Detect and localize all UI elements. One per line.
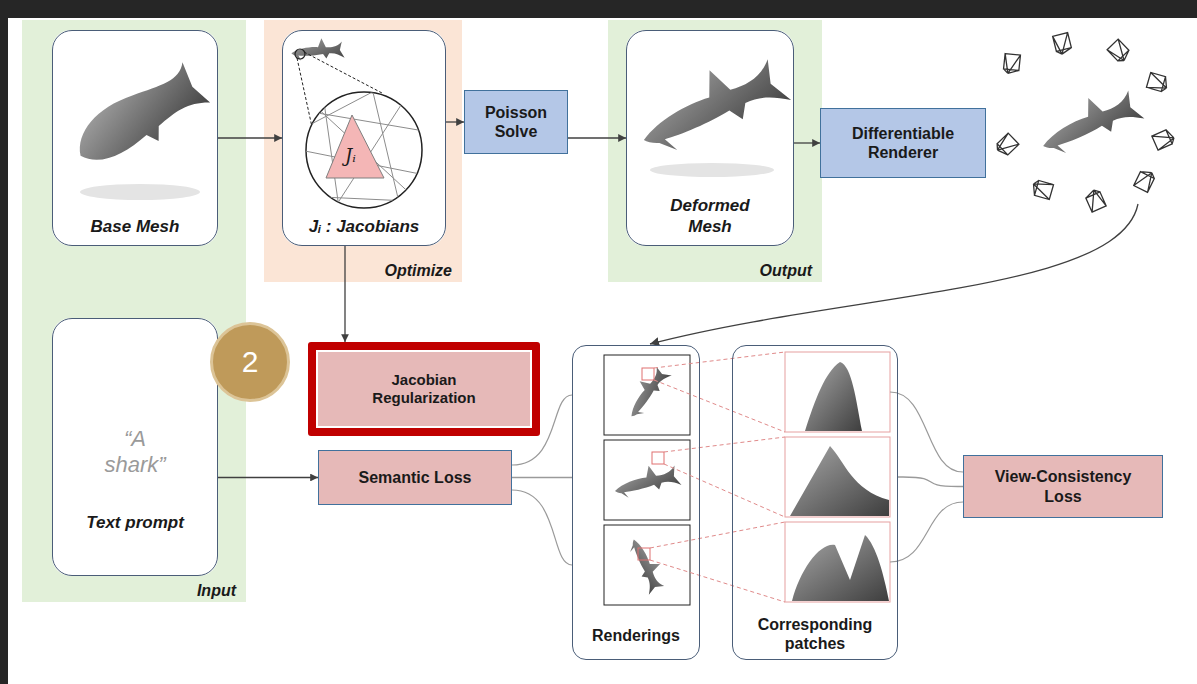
zoom-circle (306, 92, 422, 208)
zoom-spot (295, 49, 305, 59)
zoom-leader (297, 58, 312, 127)
box-fills (22, 20, 822, 602)
mesh-edge (300, 88, 430, 215)
node-text: Differentiable Renderer (833, 124, 973, 162)
mesh-card: Base Mesh (52, 30, 218, 246)
jacobian-card: Jᵢ : Jacobians (282, 30, 446, 246)
node-text: Input (197, 581, 236, 600)
connector-arrow (218, 137, 282, 138)
page-ground (8, 18, 1197, 684)
illustrations (66, 33, 1176, 605)
renderings-box: Renderings (572, 345, 700, 660)
rendering-image (604, 440, 690, 520)
node-text: View-Consistency Loss (988, 467, 1138, 505)
patch-image (785, 522, 890, 602)
box-fill (22, 20, 246, 602)
loss-box: Jacobian Regularization (308, 342, 540, 436)
node-text: Semantic Loss (359, 468, 472, 487)
patch-image (785, 437, 890, 517)
mesh-lines (300, 88, 430, 215)
base-mesh-figure (66, 60, 214, 178)
loss-box: View-Consistency Loss (963, 455, 1163, 518)
patches-box: Corresponding patches (732, 345, 898, 660)
loss-curve (512, 490, 572, 565)
node-text: Jᵢ : Jacobians (309, 217, 420, 237)
patch-image (785, 352, 890, 432)
box-fill (52, 30, 218, 246)
node-text: Text prompt (86, 513, 184, 533)
camera-icon (1131, 167, 1159, 195)
connector-arrow (794, 142, 820, 143)
mesh-card: Deformed Mesh (626, 30, 794, 246)
node-text: 2 (242, 344, 259, 380)
patch-fin (805, 362, 862, 431)
patch-marker (638, 548, 650, 560)
node-text: “A shark” (95, 426, 175, 479)
camera-icon (1151, 129, 1175, 151)
box-fill (52, 318, 218, 576)
connector-arrow (344, 246, 345, 342)
math-label: Jᵢ (345, 146, 356, 166)
connector-arrow (218, 477, 318, 478)
camera-icon (1053, 33, 1072, 54)
loss-curve (890, 392, 963, 472)
camera-icon (1143, 69, 1171, 96)
camera-icon (1085, 188, 1107, 212)
input-band: Input Base Mesh “A shark” Text prompt (22, 20, 246, 602)
process-box: Poisson Solve (464, 90, 568, 154)
patch-marker (642, 368, 654, 380)
jacobian-triangle (326, 115, 384, 178)
callout-number: 2 (210, 322, 290, 402)
process-box: Differentiable Renderer (820, 108, 986, 178)
node-text: Jacobian Regularization (359, 371, 489, 407)
node-text: Deformed Mesh (655, 196, 765, 237)
rendered-shark (627, 534, 669, 596)
box-fill (608, 20, 822, 282)
node-text: Corresponding patches (745, 615, 885, 653)
node-text: Base Mesh (91, 217, 180, 237)
mesh-shadow (80, 184, 200, 200)
rendered-shark (619, 362, 674, 421)
camera-icon (1105, 37, 1132, 65)
camera-icon (999, 50, 1024, 77)
deformed-mesh-figure (629, 47, 794, 159)
small-mesh-figure (291, 38, 344, 60)
patch-fin (790, 446, 889, 516)
node-text: Poisson Solve (476, 103, 556, 141)
rendered-shark (612, 461, 682, 500)
node-text: Output (760, 261, 812, 280)
box-fill (626, 30, 794, 246)
rendering-image (604, 355, 690, 435)
camera-shark-figure (1033, 82, 1146, 159)
connector-arrow (446, 121, 464, 122)
patch-marker (652, 452, 664, 464)
rendering-image (604, 525, 690, 605)
box-fill (282, 30, 446, 246)
loss-box: Semantic Loss (318, 450, 512, 505)
zoom-leader (304, 52, 382, 93)
correspondence-leader (650, 352, 785, 602)
mesh-shadow (650, 163, 774, 177)
patch-fin (792, 535, 889, 601)
connector-arrow (568, 137, 626, 138)
node-text: Optimize (384, 261, 452, 280)
box-fill (264, 20, 462, 282)
connector-line (512, 477, 572, 478)
node-text: Renderings (592, 626, 680, 645)
prompt-card: “A shark” Text prompt (52, 318, 218, 576)
connector-line (898, 477, 963, 487)
output-band: Output Deformed Mesh (608, 20, 822, 282)
camera-icon (1029, 176, 1057, 203)
loss-curve (890, 502, 963, 562)
camera-icon (993, 131, 1021, 158)
optimize-band: Optimize Jᵢ : Jacobians (264, 20, 462, 282)
